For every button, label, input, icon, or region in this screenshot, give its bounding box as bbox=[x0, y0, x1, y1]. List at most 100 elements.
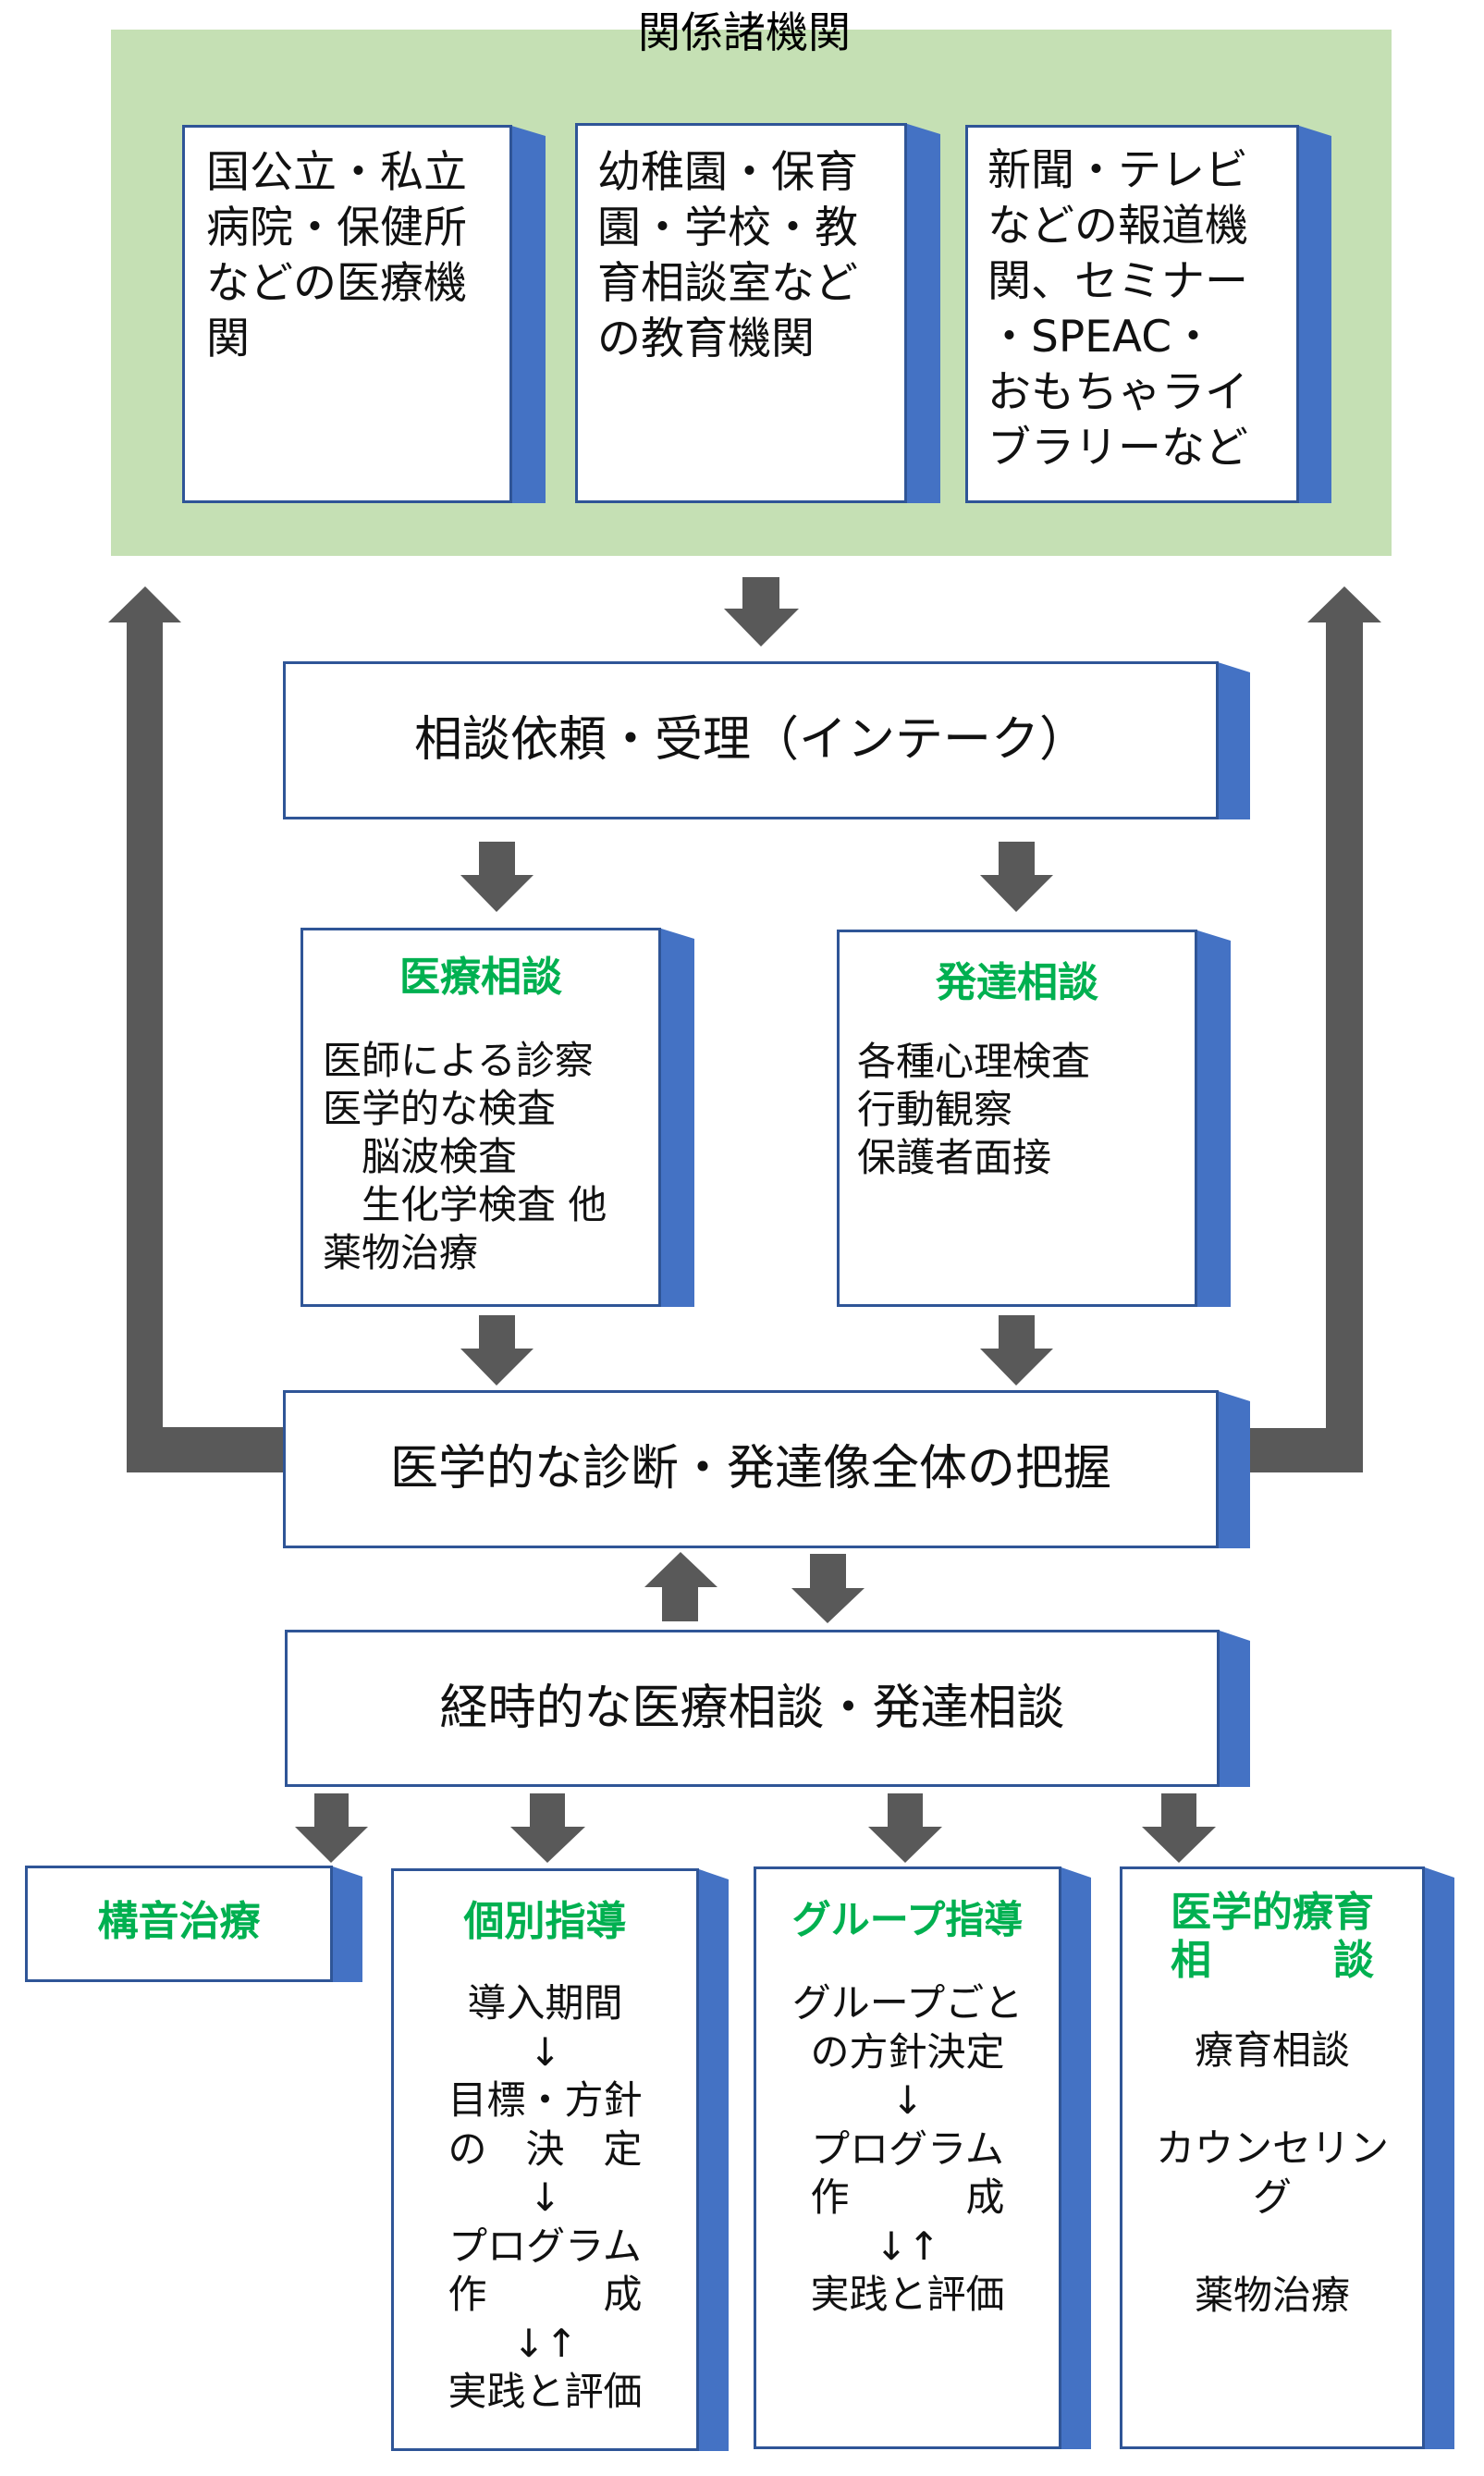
arrow-down-icon bbox=[724, 577, 799, 647]
card-line: ・SPEAC・ bbox=[987, 312, 1216, 363]
arrow-down-icon bbox=[980, 1315, 1053, 1386]
development-heading: 発達相談 bbox=[936, 959, 1098, 1006]
service-steps: グループごと の方針決定 ↓ プログラム 作 成 ↓↑ 実践と評価 bbox=[754, 1979, 1061, 2320]
card-side-shadow bbox=[1296, 125, 1331, 503]
card-line: 育相談室など bbox=[597, 258, 858, 309]
arrow-down-icon bbox=[791, 1554, 865, 1623]
step-line: プログラム bbox=[448, 2223, 642, 2269]
intake-box: 相談依頼・受理（インテーク） bbox=[283, 661, 1250, 819]
medical-consultation-box: 医療相談 医師による診察 医学的な検査 脳波検査 生化学検査 他 薬物治療 bbox=[300, 928, 694, 1307]
card-side-shadow bbox=[696, 1868, 729, 2451]
arrow-up-icon bbox=[644, 1552, 717, 1621]
step-line: プログラム bbox=[811, 2125, 1004, 2172]
longitudinal-label: 経時的な医療相談・発達相談 bbox=[439, 1681, 1065, 1736]
development-item: 各種心理検査 bbox=[857, 1039, 1091, 1084]
card-side-shadow bbox=[1215, 661, 1250, 819]
step-line: 導入期間 bbox=[467, 1980, 623, 2026]
card-line: 病院・保健所 bbox=[206, 203, 467, 253]
card-face bbox=[754, 1866, 1061, 2449]
step-line: の 決 定 bbox=[448, 2125, 643, 2172]
card-line: などの医療機 bbox=[206, 258, 467, 309]
step-arrow: ↓ bbox=[528, 2028, 562, 2075]
arrow-down-icon bbox=[510, 1793, 585, 1863]
institution-card-medical: 国公立・私立 病院・保健所 などの医療機 関 bbox=[182, 125, 546, 503]
development-item: 保護者面接 bbox=[857, 1135, 1052, 1180]
arrow-down-icon bbox=[980, 842, 1053, 912]
card-face bbox=[965, 125, 1299, 503]
card-line: の教育機関 bbox=[597, 314, 815, 364]
card-face bbox=[575, 123, 907, 503]
step-line: 実践と評価 bbox=[810, 2272, 1005, 2317]
heading-line: 相 談 bbox=[1171, 1937, 1374, 1984]
step-line: 薬物治療 bbox=[1194, 2273, 1350, 2318]
service-box-individual-guidance: 個別指導 導入期間 ↓ 目標・方針 の 決 定 ↓ プログラム 作 成 ↓↑ 実… bbox=[391, 1868, 729, 2451]
card-line: ブラリーなど bbox=[987, 423, 1248, 474]
medical-heading: 医療相談 bbox=[399, 954, 562, 1001]
heading-line: 医学的療育 bbox=[1171, 1889, 1374, 1936]
card-side-shadow bbox=[330, 1866, 362, 1982]
panel-title: 関係諸機関 bbox=[638, 7, 851, 57]
service-box-medical-habilitation: 医学的療育 相 談 療育相談 カウンセリン グ 薬物治療 bbox=[1120, 1866, 1454, 2449]
card-face bbox=[837, 930, 1197, 1307]
developmental-consultation-box: 発達相談 各種心理検査 行動観察 保護者面接 bbox=[837, 930, 1231, 1307]
step-arrow: ↓ bbox=[528, 2174, 562, 2220]
card-line: おもちゃライ bbox=[987, 367, 1248, 418]
card-face bbox=[1120, 1866, 1425, 2449]
step-line bbox=[1120, 2075, 1425, 2124]
step-line: 療育相談 bbox=[1194, 2027, 1350, 2073]
card-line: 国公立・私立 bbox=[206, 147, 467, 198]
card-face bbox=[182, 125, 512, 503]
arrow-up-icon bbox=[1244, 586, 1381, 1472]
step-arrow: ↓↑ bbox=[512, 2320, 578, 2366]
service-box-group-guidance: グループ指導 グループごと の方針決定 ↓ プログラム 作 成 ↓↑ 実践と評価 bbox=[754, 1866, 1091, 2449]
card-side-shadow bbox=[1215, 1390, 1250, 1548]
step-arrow: ↓ bbox=[890, 2077, 925, 2123]
step-line: 作 成 bbox=[448, 2272, 643, 2317]
institution-card-education: 幼稚園・保育 園・学校・教 育相談室など の教育機関 bbox=[575, 123, 940, 503]
medical-item: 医師による診察 bbox=[323, 1038, 594, 1083]
card-face bbox=[283, 1390, 1219, 1548]
step-line: 作 成 bbox=[810, 2174, 1005, 2220]
arrow-down-icon bbox=[460, 842, 534, 912]
arrow-down-icon bbox=[868, 1793, 942, 1863]
medical-item: 薬物治療 bbox=[323, 1230, 479, 1275]
service-steps: 療育相談 カウンセリン グ 薬物治療 bbox=[1120, 2026, 1425, 2320]
step-line: グループごと bbox=[791, 1980, 1024, 2026]
step-line: 実践と評価 bbox=[448, 2369, 643, 2414]
medical-item: 生化学検査 他 bbox=[323, 1182, 607, 1227]
longitudinal-consultation-box: 経時的な医療相談・発達相談 bbox=[285, 1630, 1250, 1787]
step-arrow: ↓↑ bbox=[875, 2223, 940, 2269]
service-heading: 個別指導 bbox=[463, 1898, 627, 1945]
card-line: などの報道機 bbox=[987, 201, 1248, 252]
card-side-shadow bbox=[509, 125, 546, 503]
medical-item: 医学的な検査 bbox=[323, 1086, 557, 1131]
step-line: カウンセリン bbox=[1155, 2125, 1389, 2171]
step-line: の方針決定 bbox=[810, 2028, 1005, 2075]
medical-item: 脳波検査 bbox=[323, 1134, 518, 1179]
card-side-shadow bbox=[658, 928, 694, 1307]
development-item: 行動観察 bbox=[857, 1087, 1013, 1132]
card-line: 幼稚園・保育 bbox=[597, 147, 858, 198]
institution-card-media: 新聞・テレビ などの報道機 関、セミナー ・SPEAC・ おもちゃライ ブラリー… bbox=[965, 125, 1331, 503]
arrow-down-icon bbox=[1142, 1793, 1216, 1863]
service-steps: 導入期間 ↓ 目標・方針 の 決 定 ↓ プログラム 作 成 ↓↑ 実践と評価 bbox=[391, 1979, 699, 2417]
card-side-shadow bbox=[1059, 1866, 1091, 2449]
card-line: 関 bbox=[206, 314, 250, 364]
step-line: グ bbox=[1252, 2174, 1292, 2220]
card-face bbox=[283, 661, 1219, 819]
intake-label: 相談依頼・受理（インテーク） bbox=[413, 712, 1087, 768]
arrow-down-icon bbox=[460, 1315, 534, 1386]
step-line bbox=[1120, 2222, 1425, 2271]
service-heading: 構音治療 bbox=[97, 1898, 261, 1945]
card-side-shadow bbox=[1217, 1630, 1250, 1787]
service-box-articulation-therapy: 構音治療 bbox=[25, 1866, 362, 1982]
card-face bbox=[285, 1630, 1220, 1787]
card-line: 新聞・テレビ bbox=[987, 145, 1248, 196]
card-face bbox=[391, 1868, 699, 2451]
diagnosis-label: 医学的な診断・発達像全体の把握 bbox=[389, 1441, 1111, 1497]
card-face bbox=[25, 1866, 333, 1982]
diagnosis-box: 医学的な診断・発達像全体の把握 bbox=[283, 1390, 1250, 1548]
arrow-down-icon bbox=[295, 1793, 368, 1863]
card-side-shadow bbox=[1422, 1866, 1454, 2449]
